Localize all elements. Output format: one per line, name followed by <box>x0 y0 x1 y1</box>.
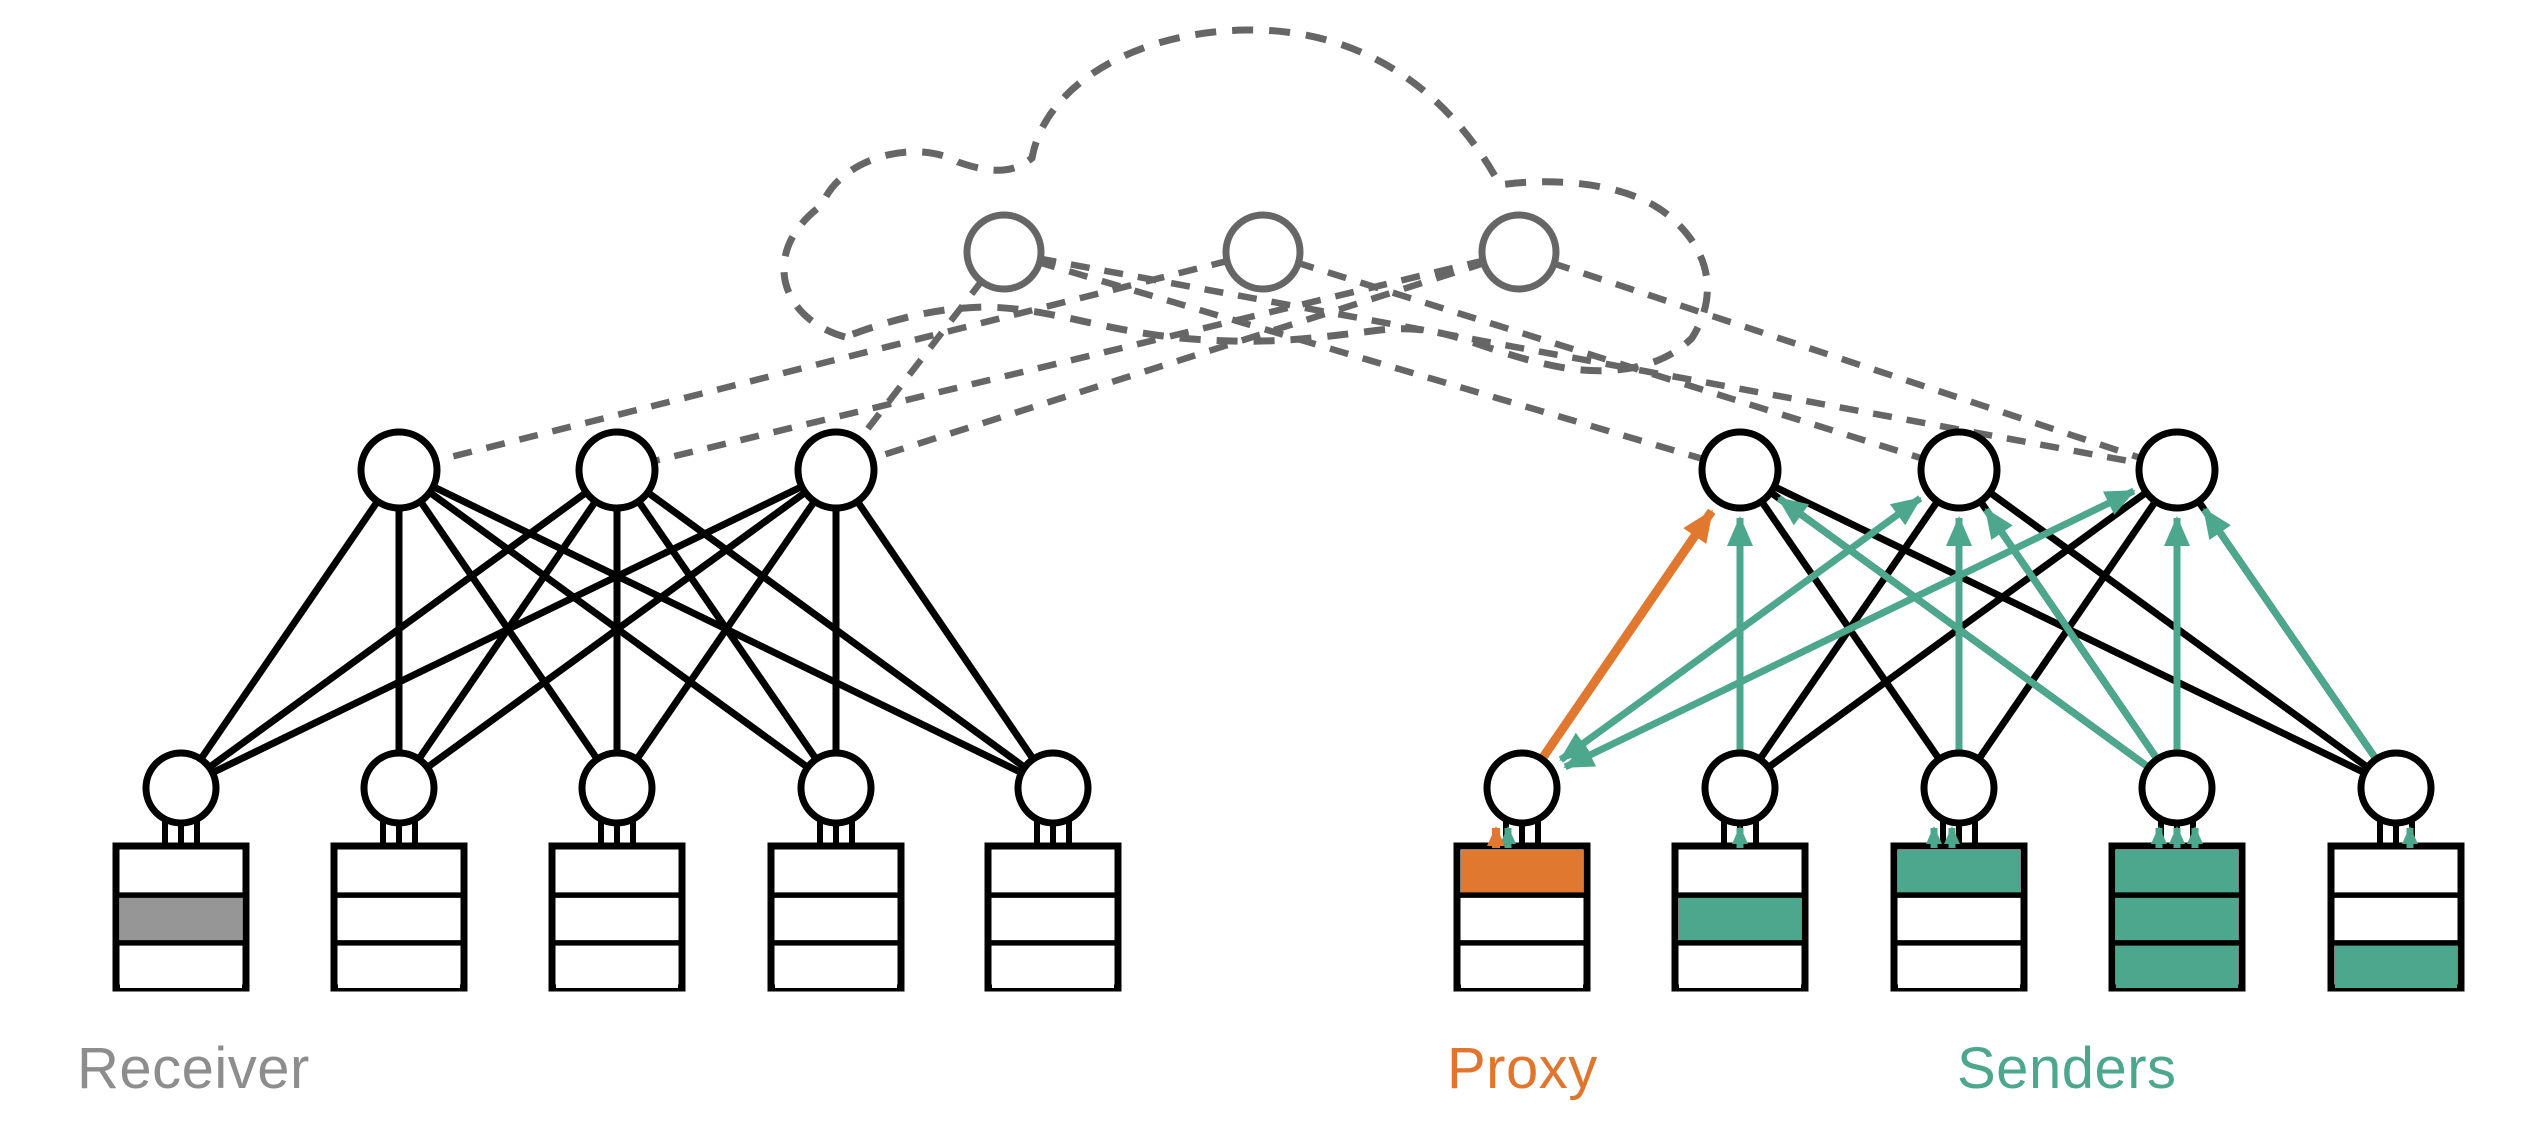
queue-cell <box>120 850 242 893</box>
sender-arrow <box>2201 507 2394 782</box>
queue-cell <box>338 897 460 941</box>
dashed-link <box>833 250 1007 472</box>
colored-arrow-layer <box>1526 487 2394 785</box>
cloud-node <box>1222 211 1304 293</box>
right-bottom-node <box>1920 749 1998 827</box>
dashed-link <box>398 248 1264 474</box>
queue-cell <box>2335 897 2457 941</box>
queue-cell <box>2116 945 2238 988</box>
left-bottom-node <box>797 749 875 827</box>
queue-cell <box>1461 945 1583 988</box>
cloud-node <box>1478 211 1560 293</box>
right-queue-box <box>1890 842 2028 992</box>
queue-cell <box>775 850 897 893</box>
left-top-node <box>794 428 878 512</box>
queue-cell <box>1679 897 1801 941</box>
left-queue-box <box>984 842 1122 992</box>
node-layer <box>142 211 2435 827</box>
dashed-edge-layer <box>398 248 2179 474</box>
queue-cell <box>1898 850 2020 893</box>
sender-arrow <box>1776 495 2171 785</box>
queue-cell <box>2116 850 2238 893</box>
queue-cell <box>338 850 460 893</box>
black-edge-layer <box>178 466 2399 792</box>
right-queue-box <box>1453 842 1591 992</box>
queue-cell <box>338 945 460 988</box>
queue-cell <box>2335 850 2457 893</box>
right-bottom-node <box>2357 749 2435 827</box>
right-top-node <box>1698 428 1782 512</box>
receiver-label: Receiver <box>77 1036 310 1101</box>
queue-layer <box>112 821 2465 992</box>
queue-cell <box>1679 945 1801 988</box>
dashed-link <box>616 248 1520 474</box>
queue-cell <box>1679 850 1801 893</box>
left-bottom-node <box>578 749 656 827</box>
left-queue-box <box>112 842 250 992</box>
right-bottom-node <box>1701 749 1779 827</box>
label-layer: Receiver Proxy Senders <box>77 1036 2177 1101</box>
left-top-node <box>575 428 659 512</box>
senders-label: Senders <box>1957 1036 2177 1101</box>
queue-cell <box>556 897 678 941</box>
right-top-node <box>1917 428 2001 512</box>
right-top-node <box>2135 428 2219 512</box>
right-queue-box <box>1671 842 1809 992</box>
cloud-outline <box>780 26 1711 375</box>
left-edge <box>179 466 838 792</box>
queue-cell <box>1898 897 2020 941</box>
queue-cell <box>120 945 242 988</box>
right-queue-box <box>2108 842 2246 992</box>
queue-cell <box>2116 897 2238 941</box>
right-bottom-node <box>2138 749 2216 827</box>
dashed-link <box>835 248 1520 474</box>
proxy-arrow <box>1526 508 1716 779</box>
queue-cell <box>120 897 242 941</box>
queue-cell <box>992 850 1114 893</box>
left-queue-box <box>767 842 905 992</box>
left-queue-box <box>330 842 468 992</box>
left-edge <box>833 468 1056 790</box>
left-edge <box>178 467 620 791</box>
queue-cell <box>556 945 678 988</box>
left-bottom-node <box>1014 749 1092 827</box>
queue-cell <box>1461 897 1583 941</box>
queue-cell <box>2335 945 2457 988</box>
left-edge <box>178 468 402 790</box>
queue-cell <box>556 850 678 893</box>
cloud-layer <box>780 26 1711 375</box>
left-queue-box <box>548 842 686 992</box>
left-edge <box>396 467 839 791</box>
left-top-node <box>357 428 441 512</box>
right-bottom-node <box>1483 749 1561 827</box>
sender-proxy-arrow <box>1563 487 2136 771</box>
queue-cell <box>992 897 1114 941</box>
cloud-node <box>963 211 1045 293</box>
queue-cell <box>992 945 1114 988</box>
dashed-link <box>1003 248 2178 474</box>
left-bottom-node <box>360 749 438 827</box>
queue-cell <box>775 945 897 988</box>
queue-cell <box>775 897 897 941</box>
left-edge <box>614 468 839 790</box>
right-queue-box <box>2327 842 2465 992</box>
dashed-link <box>1517 248 2179 474</box>
proxy-label: Proxy <box>1447 1036 1598 1101</box>
dashed-link <box>1003 248 1741 474</box>
left-bottom-node <box>142 749 220 827</box>
queue-cell <box>1461 850 1583 893</box>
queue-cell <box>1898 945 2020 988</box>
